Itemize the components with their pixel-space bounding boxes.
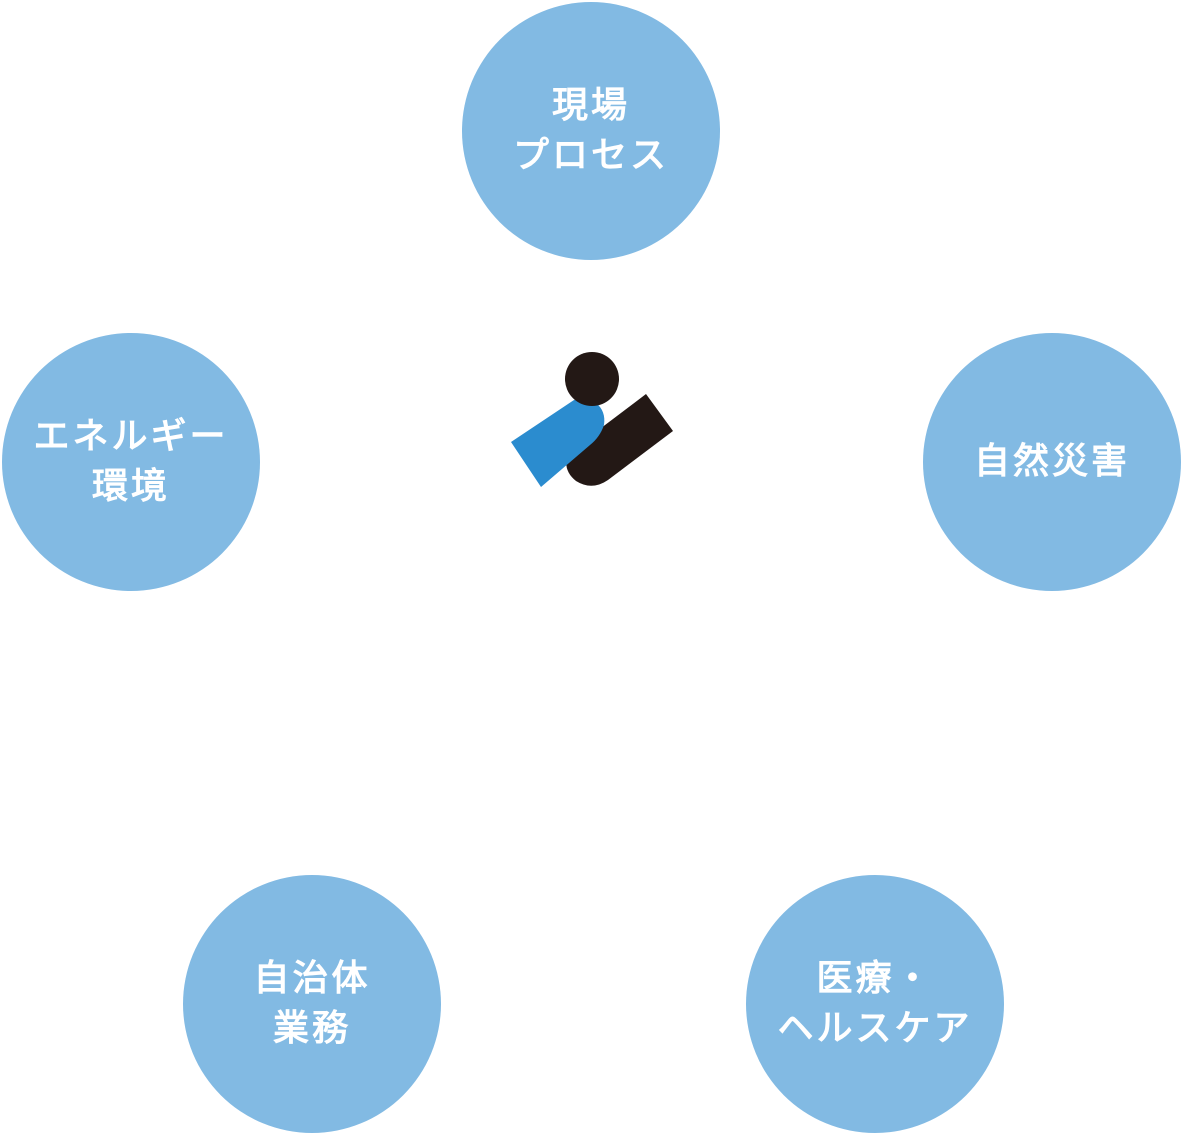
logo-blue-card [511, 398, 605, 487]
logo-head [565, 352, 619, 406]
node-label-line: 業務 [272, 1008, 351, 1049]
node-label-line: 自然災害 [973, 441, 1130, 482]
node-medical-healthcare: 医療・ ヘルスケア [746, 875, 1004, 1133]
node-municipal-operations: 自治体 業務 [183, 875, 441, 1133]
node-label-line: 医療・ [816, 958, 934, 999]
node-label-line: 現場 [551, 85, 630, 126]
node-label-line: プロセス [512, 135, 669, 176]
node-label-line: 環境 [91, 466, 170, 507]
node-energy-environment: エネルギー 環境 [2, 333, 260, 591]
node-genba-process: 現場 プロセス [462, 2, 720, 260]
node-label-line: ヘルスケア [777, 1008, 973, 1049]
node-natural-disaster: 自然災害 [923, 333, 1181, 591]
center-logo-icon [511, 352, 673, 487]
node-label-line: エネルギー [33, 416, 229, 457]
node-label-line: 自治体 [253, 958, 371, 999]
logo-dark-card [566, 394, 673, 486]
